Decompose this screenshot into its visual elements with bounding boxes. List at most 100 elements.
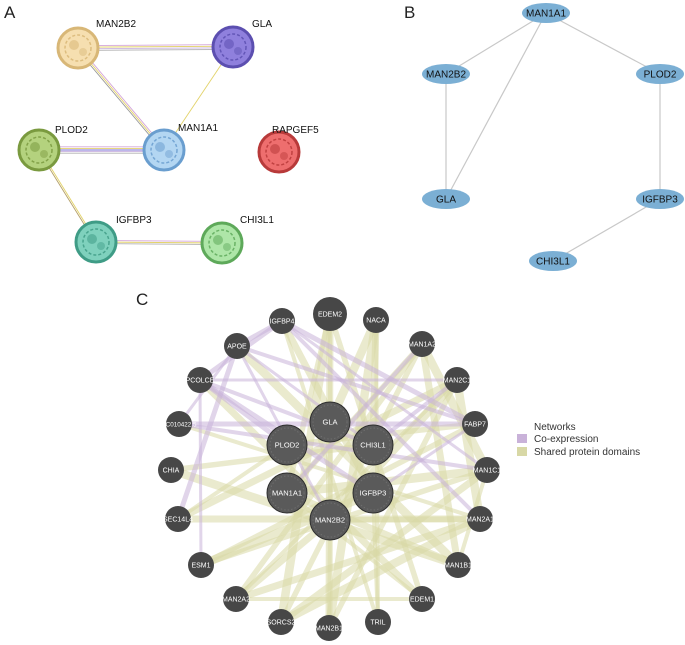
node-circle xyxy=(444,367,470,393)
node-sorcs2[interactable]: SORCS2 xyxy=(267,609,296,635)
node-man2a2[interactable]: MAN2A2 xyxy=(222,586,250,612)
node-gla[interactable]: GLA xyxy=(309,401,351,443)
node-label: MAN2B2 xyxy=(315,516,345,525)
node-igfbp4[interactable]: IGFBP4 xyxy=(269,308,295,334)
node-circle xyxy=(409,331,435,357)
legend-swatch-shared-domains xyxy=(517,447,527,456)
node-label: CHI3L1 xyxy=(240,215,274,226)
legend-title: Networks xyxy=(534,422,576,433)
node-rapgef5[interactable]: RAPGEF5 xyxy=(257,125,319,174)
node-circle xyxy=(188,552,214,578)
node-chi3l1[interactable]: CHI3L1 xyxy=(352,424,394,466)
edge-ac010422-5-man1c1 xyxy=(177,422,489,472)
edge-man1a2-man2a2 xyxy=(233,341,425,602)
edge-apoe-fabp7 xyxy=(235,344,477,426)
edge-igfbp3-chi3l1 xyxy=(552,198,661,262)
node-man2b2[interactable]: MAN2B2 xyxy=(309,499,351,541)
node-sec14l4[interactable]: SEC14L4 xyxy=(163,506,193,532)
panel-b-edges xyxy=(445,12,661,262)
edge-sec14l4-apoe xyxy=(175,343,240,522)
node-ac010422-5[interactable]: AC010422.5 xyxy=(161,411,197,437)
protein-structure-icon xyxy=(155,142,165,152)
node-man1a1[interactable]: MAN1A1 xyxy=(142,123,218,172)
node-man1a1[interactable]: MAN1A1 xyxy=(522,3,570,23)
protein-structure-icon xyxy=(30,142,40,152)
node-circle xyxy=(268,609,294,635)
edge-man2b2-gla xyxy=(78,47,234,50)
edge-apoe-man1b1 xyxy=(232,341,463,570)
node-circle xyxy=(352,472,394,514)
protein-structure-icon xyxy=(219,33,247,61)
node-ellipse xyxy=(422,64,470,84)
edge-man2a1-man2c1 xyxy=(452,375,485,524)
protein-structure-icon xyxy=(64,34,92,62)
protein-structure-icon xyxy=(79,48,87,56)
node-man2b1[interactable]: MAN2B1 xyxy=(315,615,343,641)
protein-structure-icon xyxy=(224,39,234,49)
panel-c-nodes: EDEM2NACAMAN1A2MAN2C1FABP7MAN1C1MAN2A1MA… xyxy=(158,297,501,641)
node-man2c1[interactable]: MAN2C1 xyxy=(443,367,472,393)
edge-igfbp3-fabp7 xyxy=(371,422,477,495)
node-man2a1[interactable]: MAN2A1 xyxy=(466,506,494,532)
node-chia[interactable]: CHIA xyxy=(158,457,184,483)
node-chi3l1[interactable]: CHI3L1 xyxy=(529,251,577,271)
node-plod2[interactable]: PLOD2 xyxy=(636,64,684,84)
node-circle xyxy=(474,457,500,483)
legend-label-shared-domains: Shared protein domains xyxy=(534,447,640,458)
edge-sorcs2-man1c1 xyxy=(277,466,491,626)
node-label: FABP7 xyxy=(464,422,486,429)
protein-structure-icon xyxy=(87,234,97,244)
node-esm1[interactable]: ESM1 xyxy=(188,552,214,578)
node-chi3l1[interactable]: CHI3L1 xyxy=(200,215,274,265)
protein-structure-icon xyxy=(97,242,105,250)
node-circle xyxy=(165,506,191,532)
node-apoe[interactable]: APOE xyxy=(224,333,250,359)
query-node-hatch xyxy=(355,475,391,511)
node-label: APOE xyxy=(227,344,247,351)
node-label: IGFBP4 xyxy=(270,319,295,326)
node-circle xyxy=(467,506,493,532)
node-gla[interactable]: GLA xyxy=(422,189,470,209)
node-plod2[interactable]: PLOD2 xyxy=(17,125,88,172)
node-edem2[interactable]: EDEM2 xyxy=(313,297,347,331)
node-gla[interactable]: GLA xyxy=(211,19,272,69)
node-label: NACA xyxy=(366,318,386,325)
node-label: PLOD2 xyxy=(55,125,88,136)
node-circle xyxy=(223,586,249,612)
node-igfbp3[interactable]: IGFBP3 xyxy=(636,189,684,209)
node-igfbp3[interactable]: IGFBP3 xyxy=(352,472,394,514)
node-man1a1[interactable]: MAN1A1 xyxy=(266,472,308,514)
node-label: PLOD2 xyxy=(644,70,677,81)
node-label: AC010422.5 xyxy=(161,422,197,429)
node-ellipse xyxy=(529,251,577,271)
protein-structure-icon xyxy=(165,150,173,158)
node-circle xyxy=(266,424,308,466)
query-node-hatch xyxy=(355,427,391,463)
node-ellipse xyxy=(422,189,470,209)
node-fabp7[interactable]: FABP7 xyxy=(462,411,488,437)
node-igfbp3[interactable]: IGFBP3 xyxy=(74,215,152,264)
node-tril[interactable]: TRIL xyxy=(365,609,391,635)
node-label: PLOD2 xyxy=(275,441,300,450)
panel-c-edges xyxy=(166,309,492,633)
node-circle xyxy=(266,472,308,514)
node-edem1[interactable]: EDEM1 xyxy=(409,586,435,612)
edge-man1a2-sorcs2 xyxy=(278,341,425,625)
node-plod2[interactable]: PLOD2 xyxy=(266,424,308,466)
node-pcolce[interactable]: PCOLCE xyxy=(186,367,215,393)
node-man1c1[interactable]: MAN1C1 xyxy=(473,457,502,483)
edge-man2b2-man1a1 xyxy=(77,47,165,151)
node-naca[interactable]: NACA xyxy=(363,307,389,333)
node-label: PCOLCE xyxy=(186,378,215,385)
node-label: RAPGEF5 xyxy=(272,125,319,136)
node-man2b2[interactable]: MAN2B2 xyxy=(56,19,136,70)
node-man2b2[interactable]: MAN2B2 xyxy=(422,64,470,84)
edge-man2b2-man1a1 xyxy=(78,46,166,150)
node-label: GLA xyxy=(436,195,456,206)
node-man1a2[interactable]: MAN1A2 xyxy=(408,331,436,357)
node-man1b1[interactable]: MAN1B1 xyxy=(444,552,472,578)
panel-label-b: B xyxy=(404,3,415,22)
